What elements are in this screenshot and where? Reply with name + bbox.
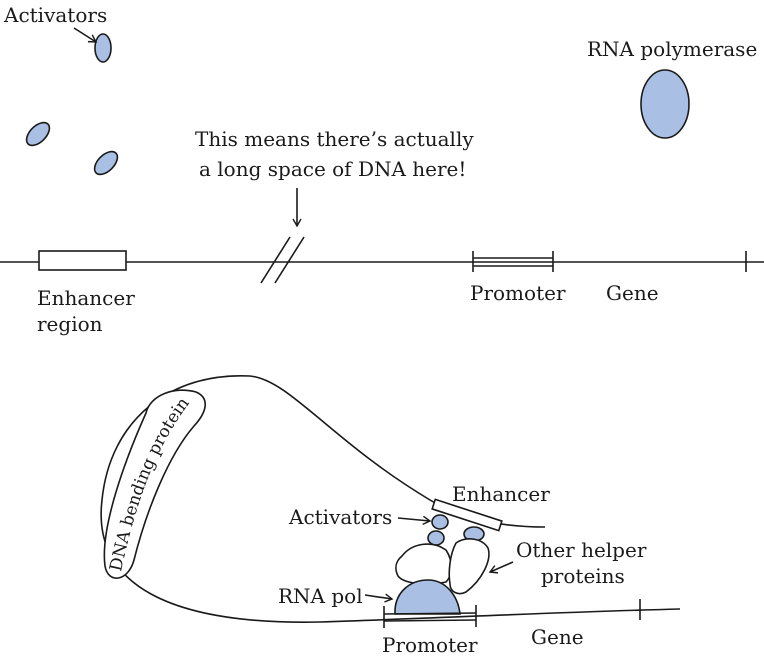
- helper-protein-right: [448, 538, 490, 595]
- dna-loop: [100, 375, 681, 623]
- activators-label-top: Activators: [3, 3, 107, 27]
- helper-proteins-label-1: Other helper: [516, 538, 647, 562]
- break-mark-2: [274, 236, 305, 284]
- enhancer-region-label-1: Enhancer: [37, 286, 135, 310]
- enhancer-region-label-2: region: [37, 312, 103, 336]
- break-mark-1: [260, 236, 291, 284]
- enhancer-bar: [431, 498, 503, 532]
- activator-blob-bottom-2: [427, 530, 445, 546]
- activator-blob-2: [25, 121, 51, 147]
- helper-proteins-label-2: proteins: [541, 564, 625, 588]
- promoter-marker-top: [472, 251, 554, 272]
- activator-blob-bottom-1: [431, 514, 449, 530]
- activators-arrow-bottom: [397, 515, 432, 525]
- rna-pol-arrow: [364, 593, 394, 603]
- rna-polymerase-label: RNA polymerase: [587, 37, 757, 61]
- rna-pol-label: RNA pol: [278, 584, 363, 608]
- promoter-marker-bottom: [383, 605, 477, 628]
- promoter-label-bottom: Promoter: [382, 633, 478, 657]
- bottom-panel: DNA bending protein Enhancer Activators …: [100, 375, 681, 657]
- enhancer-region-box: [38, 250, 127, 271]
- gene-label-bottom: Gene: [531, 625, 584, 649]
- enhancer-label-bottom: Enhancer: [452, 482, 550, 506]
- gene-label-top: Gene: [606, 281, 659, 305]
- helper-proteins-arrow: [488, 561, 514, 574]
- activators-label-bottom: Activators: [288, 505, 392, 529]
- note-line-2: a long space of DNA here!: [199, 157, 466, 181]
- note-line-1: This means there’s actually: [195, 127, 474, 151]
- rna-pol-blob: [394, 579, 461, 615]
- top-panel: Activators RNA polymerase This means the…: [0, 3, 764, 336]
- activator-blob-3: [93, 150, 119, 176]
- dna-bending-protein: [103, 389, 206, 579]
- activators-arrow-top: [73, 27, 98, 43]
- helper-protein-left: [395, 543, 453, 585]
- promoter-label-top: Promoter: [470, 281, 566, 305]
- rna-polymerase-blob: [640, 69, 690, 139]
- activator-blob-1: [94, 33, 112, 63]
